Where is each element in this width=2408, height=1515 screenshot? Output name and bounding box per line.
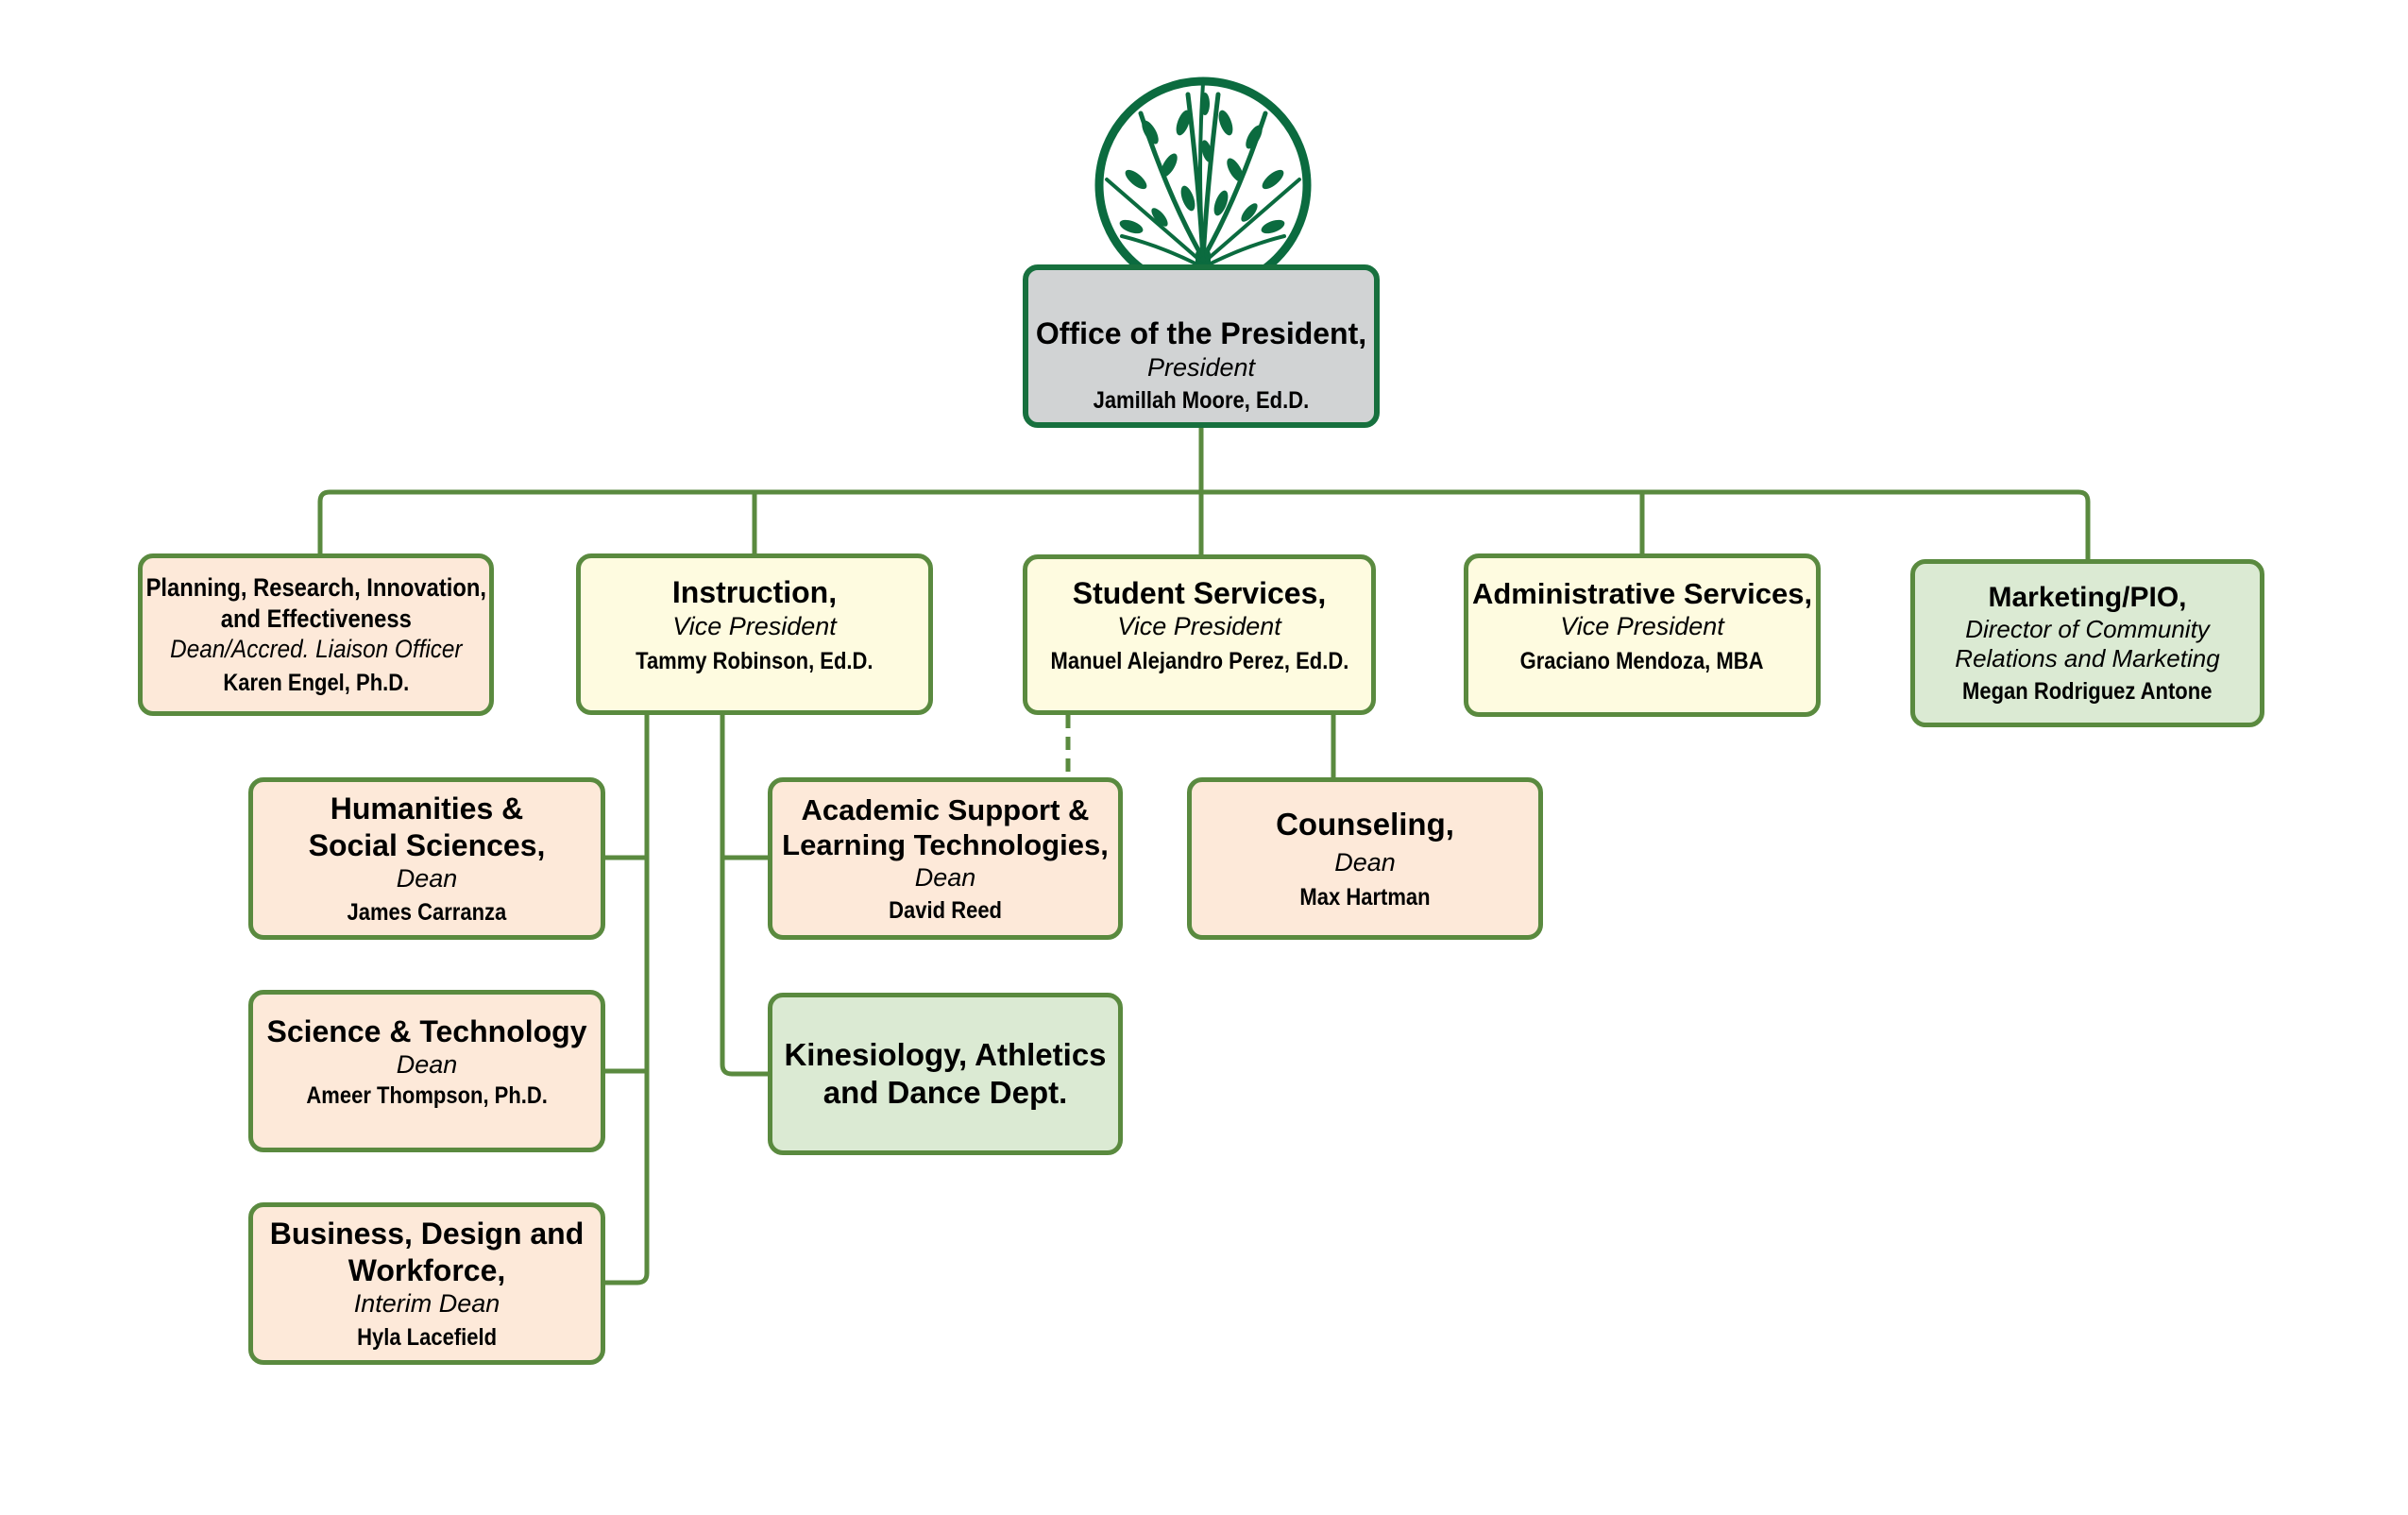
humanities-title-line1: Humanities & <box>330 792 524 826</box>
counseling-title: Counseling, <box>1276 807 1454 842</box>
business-design-title-line2: Workforce, <box>348 1252 506 1287</box>
admin-services-title: Administrative Services, <box>1471 576 1813 610</box>
planning-name: Karen Engel, Ph.D. <box>223 669 409 696</box>
academic-support-title-line2: Learning Technologies, <box>782 827 1109 861</box>
counseling-role: Dean <box>1334 847 1396 877</box>
instruction-role: Vice President <box>672 611 837 640</box>
humanities-role: Dean <box>396 864 458 894</box>
student-services-box: Student Services, Vice President Manuel … <box>1023 554 1376 715</box>
business-design-title-line1: Business, Design and <box>269 1217 585 1251</box>
science-technology-name: Ameer Thompson, Ph.D. <box>306 1082 548 1110</box>
student-services-name: Manuel Alejandro Perez, Ed.D. <box>1050 648 1348 675</box>
kinesiology-title-line2: and Dance Dept. <box>822 1075 1068 1110</box>
student-services-title: Student Services, <box>1072 575 1327 610</box>
admin-services-role: Vice President <box>1560 611 1724 640</box>
instruction-name: Tammy Robinson, Ed.D. <box>636 647 873 674</box>
admin-services-name: Graciano Mendoza, MBA <box>1520 648 1764 675</box>
academic-support-box: Academic Support & Learning Technologies… <box>768 777 1123 940</box>
tree-in-circle-icon <box>1094 77 1312 295</box>
planning-title-line2: and Effectiveness <box>220 604 412 633</box>
planning-title-line1: Planning, Research, Innovation, <box>145 573 486 603</box>
business-design-name: Hyla Lacefield <box>357 1323 497 1351</box>
marketing-role-line2: Relations and Marketing <box>1955 644 2220 672</box>
president-name: Jamillah Moore, Ed.D. <box>1093 386 1310 414</box>
marketing-name: Megan Rodriguez Antone <box>1962 678 2213 706</box>
academic-support-name: David Reed <box>889 897 1002 925</box>
humanities-name: James Carranza <box>347 898 507 926</box>
business-design-box: Business, Design and Workforce, Interim … <box>248 1202 605 1365</box>
planning-role: Dean/Accred. Liaison Officer <box>169 635 463 664</box>
admin-services-box: Administrative Services, Vice President … <box>1464 553 1821 717</box>
science-technology-title: Science & Technology <box>266 1013 587 1048</box>
academic-support-role: Dean <box>914 862 976 892</box>
marketing-title: Marketing/PIO, <box>1988 581 2187 613</box>
humanities-title-line2: Social Sciences, <box>308 827 546 862</box>
counseling-box: Counseling, Dean Max Hartman <box>1187 777 1543 940</box>
planning-box: Planning, Research, Innovation, and Effe… <box>138 553 494 716</box>
connector-instruction-trunk-left <box>605 715 650 1285</box>
president-box: Office of the President, President Jamil… <box>1023 264 1380 428</box>
business-design-role: Interim Dean <box>353 1289 500 1319</box>
connector-top-bus <box>317 489 2091 559</box>
marketing-box: Marketing/PIO, Director of Community Rel… <box>1910 559 2264 727</box>
science-technology-box: Science & Technology Dean Ameer Thompson… <box>248 990 605 1152</box>
science-technology-role: Dean <box>396 1050 458 1079</box>
president-role: President <box>1146 352 1256 382</box>
kinesiology-title-line1: Kinesiology, Athletics <box>784 1037 1107 1073</box>
marketing-role-line1: Director of Community <box>1965 614 2210 643</box>
kinesiology-box: Kinesiology, Athletics and Dance Dept. <box>768 993 1123 1155</box>
academic-support-title-line1: Academic Support & <box>801 792 1090 826</box>
humanities-box: Humanities & Social Sciences, Dean James… <box>248 777 605 940</box>
instruction-box: Instruction, Vice President Tammy Robins… <box>576 553 933 715</box>
instruction-title: Instruction, <box>671 575 838 610</box>
connector-instruction-trunk-right <box>720 715 768 1077</box>
student-services-role: Vice President <box>1117 612 1281 640</box>
president-title: Office of the President, <box>1035 316 1367 351</box>
counseling-name: Max Hartman <box>1299 883 1431 911</box>
